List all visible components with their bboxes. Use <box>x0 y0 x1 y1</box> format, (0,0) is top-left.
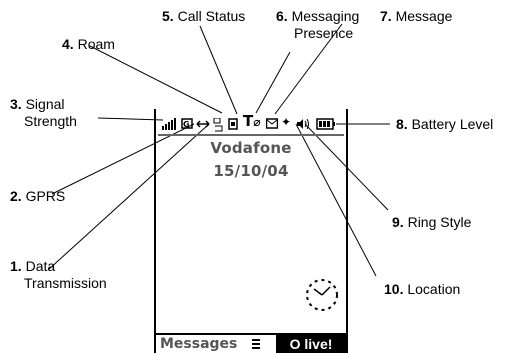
gprs-icon: G <box>181 118 193 129</box>
leader-7 <box>274 23 343 115</box>
phone-screen: G T⌀ ✦ Vodafone 15/10/04 Messag <box>154 109 348 353</box>
leader-10 <box>295 123 377 277</box>
callout-data-transmission: 1. Data Transmission <box>10 258 107 291</box>
ring-style-icon <box>297 118 309 130</box>
call-status-icon <box>228 118 238 130</box>
date-display: 15/10/04 <box>213 162 289 180</box>
callout-ring-style: 9. Ring Style <box>392 214 472 230</box>
carrier-name: Vodafone <box>210 139 292 157</box>
signal-strength-icon <box>162 118 176 130</box>
leader-4 <box>89 45 223 114</box>
menu-icon[interactable] <box>252 338 262 350</box>
messages-soft-key[interactable]: Messages <box>160 336 238 352</box>
callout-gprs: 2. GPRS <box>10 188 66 204</box>
callout-messaging-presence: 6. Messaging Presence <box>276 8 360 41</box>
leader-5 <box>199 25 238 115</box>
leader-1 <box>47 123 210 271</box>
svg-text:G: G <box>183 120 190 129</box>
leader-3 <box>97 117 164 121</box>
callout-signal-strength: 3. Signal Strength <box>10 96 77 129</box>
callout-location: 10. Location <box>384 281 461 297</box>
leader-6 <box>255 51 291 114</box>
location-icon: ✦ <box>281 115 292 129</box>
callout-call-status: 5. Call Status <box>162 8 246 24</box>
callout-message: 7. Message <box>380 8 453 24</box>
status-bar: G T⌀ ✦ <box>156 112 346 132</box>
status-divider <box>158 134 344 136</box>
battery-icon <box>316 118 335 130</box>
data-transmission-icon <box>196 120 210 128</box>
clock-icon <box>306 279 338 311</box>
roam-icon <box>213 118 223 132</box>
messaging-presence-icon: T⌀ <box>243 112 261 130</box>
callout-roam: 4. Roam <box>62 36 115 52</box>
soft-key-bar: Messages O live! <box>156 333 346 353</box>
message-icon <box>266 118 278 129</box>
vodafone-logo-icon: O <box>289 336 301 352</box>
callout-battery-level: 8. Battery Level <box>396 116 494 132</box>
vodafone-live-soft-key[interactable]: O live! <box>276 335 346 353</box>
